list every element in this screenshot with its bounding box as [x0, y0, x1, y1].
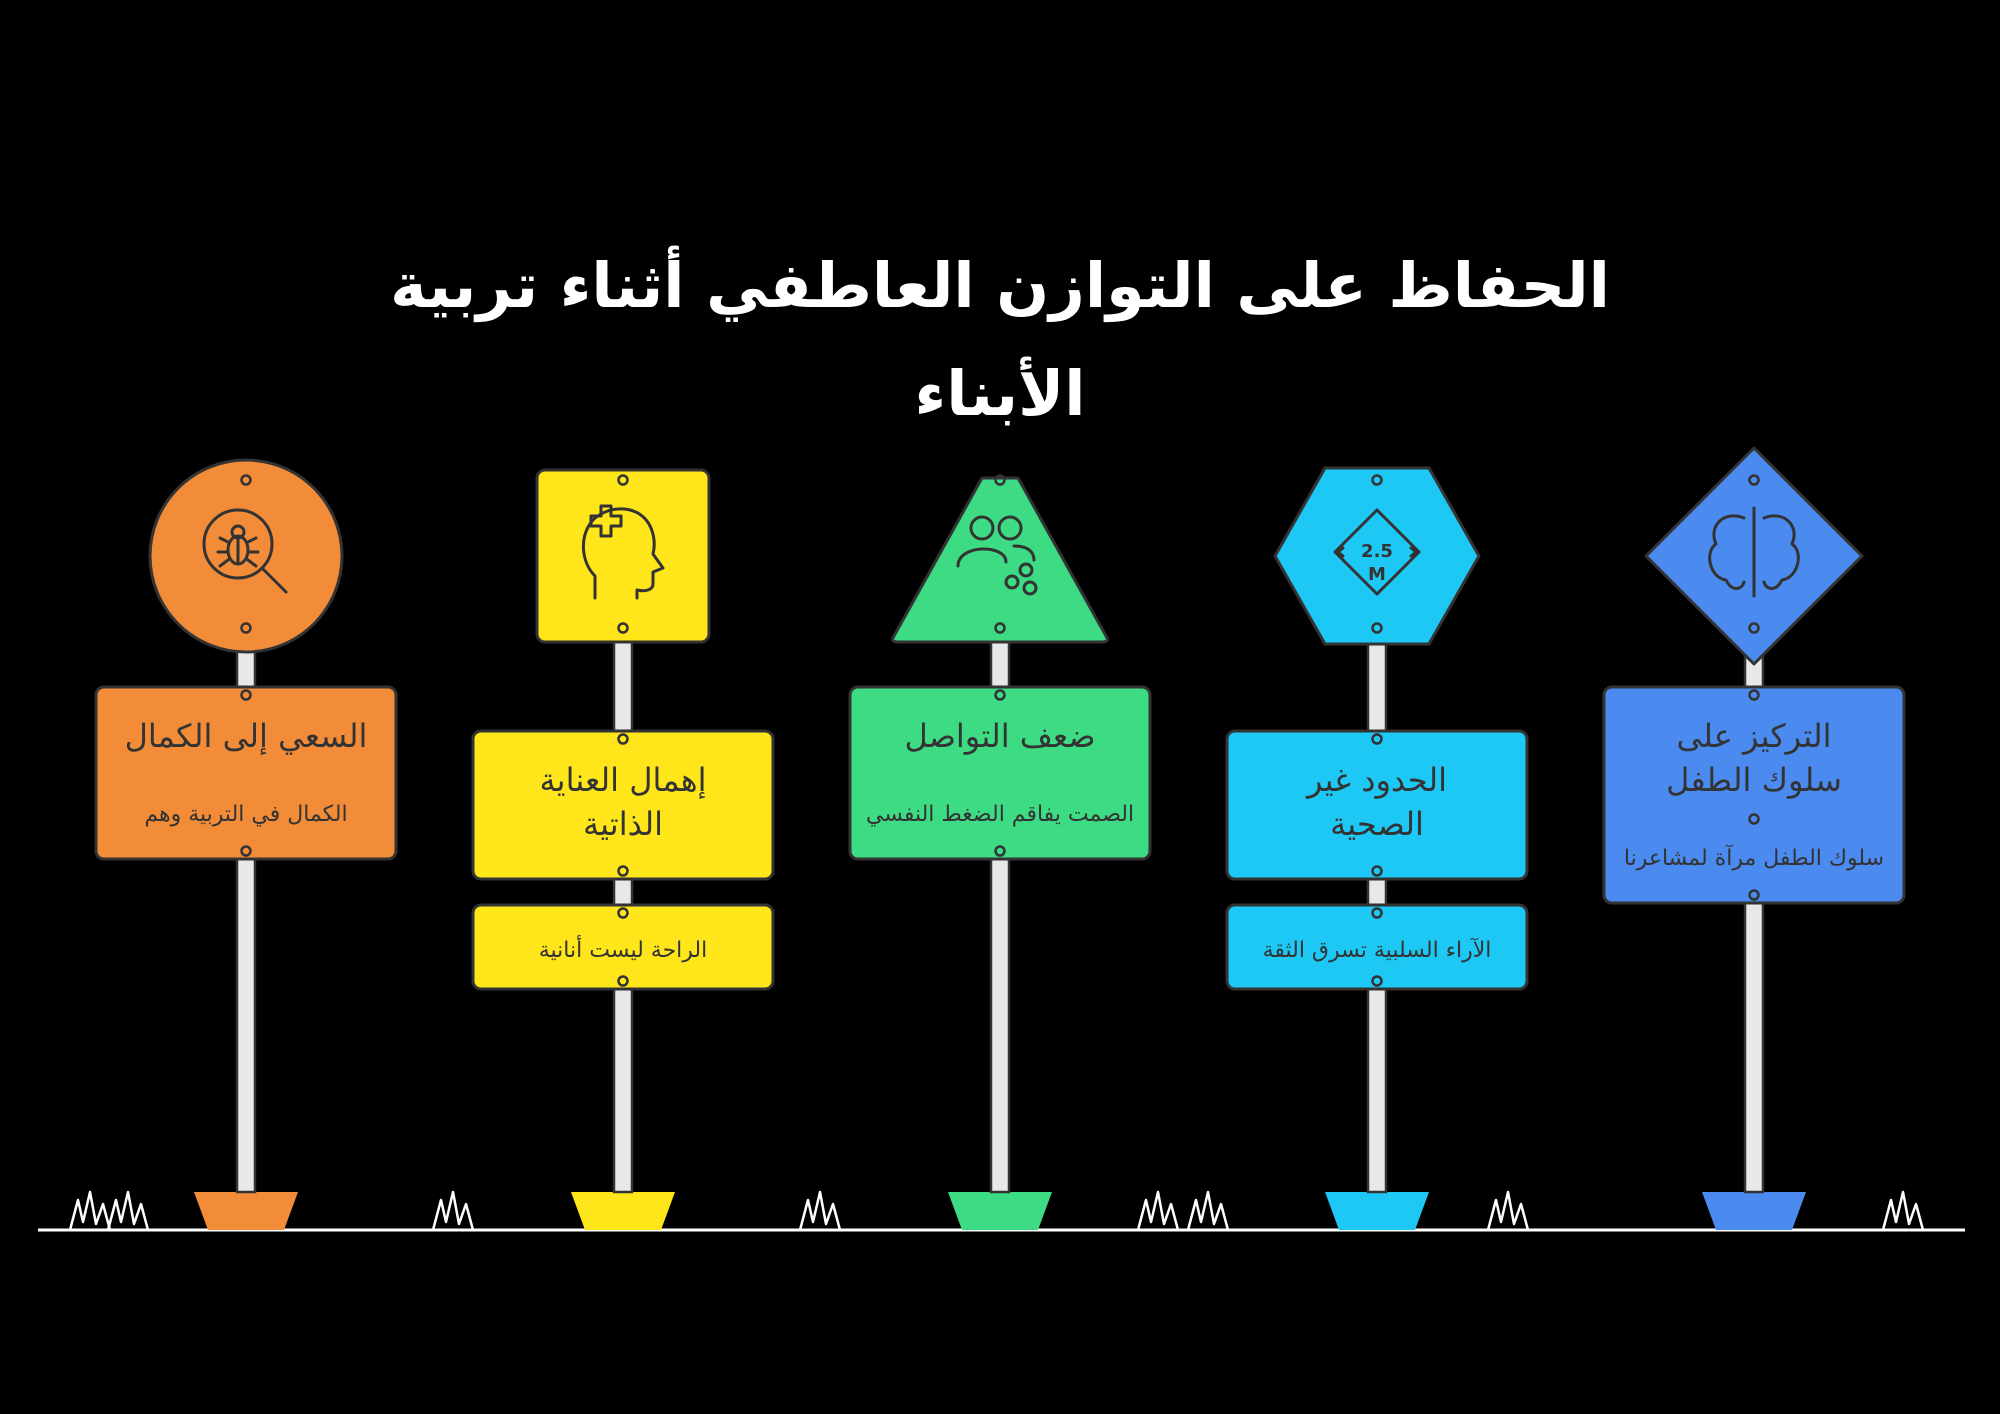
- rivet-dot: [994, 689, 1006, 701]
- grass-tuft: [1186, 1190, 1230, 1231]
- grass-tuft: [68, 1190, 112, 1231]
- sign-shape-square: [535, 468, 711, 644]
- grass-tuft: [1881, 1190, 1925, 1231]
- detail-board: [1225, 903, 1529, 991]
- signpost-self-care: إهمال العناية الذاتية الراحة ليست أنانية: [471, 468, 775, 1230]
- signpost-communication: ضعف التواصل الصمت يفاقم الضغط النفسي: [848, 474, 1152, 1230]
- post-base: [1702, 1192, 1806, 1230]
- sign-shape-hexagon: [1273, 466, 1481, 646]
- signpost-boundaries: 2.5M الحدود غير الصحية الآراء السلبية تسرق …: [1225, 466, 1529, 1230]
- sign-label-line: ضعف التواصل: [904, 717, 1095, 755]
- rivet-dot: [617, 622, 629, 634]
- sign-label-line: سلوك الطفل: [1666, 761, 1842, 799]
- rivet-dot: [617, 865, 629, 877]
- label-board: [1225, 729, 1529, 881]
- rivet-dot: [617, 474, 629, 486]
- label-board: [94, 685, 398, 861]
- rivet-dot: [1748, 813, 1760, 825]
- icon-label-top: 2.5: [1361, 541, 1393, 562]
- rivet-dot: [617, 907, 629, 919]
- rivet-dot: [1748, 889, 1760, 901]
- rivet-dot: [1371, 733, 1383, 745]
- icon-label-bottom: M: [1368, 564, 1386, 585]
- sign-label-line: التركيز على: [1676, 717, 1831, 755]
- rivet-dot: [240, 622, 252, 634]
- label-board: [471, 729, 775, 881]
- sign-shape-triangle: [891, 476, 1109, 644]
- label-board: [848, 685, 1152, 861]
- label-board: [1602, 685, 1906, 905]
- sign-detail-text: الكمال في التربية وهم: [144, 802, 347, 827]
- rivet-dot: [1748, 474, 1760, 486]
- grass-tuft: [798, 1190, 842, 1231]
- rivet-dot: [994, 622, 1006, 634]
- rivet-dot: [617, 975, 629, 987]
- signposts: السعي إلى الكمال الكمال في التربية وهم إهم…: [94, 446, 1906, 1230]
- rivet-dot: [994, 845, 1006, 857]
- rivet-dot: [1371, 622, 1383, 634]
- bug-magnifier-icon: [202, 508, 288, 594]
- rivet-dot: [240, 474, 252, 486]
- sign-detail-text: سلوك الطفل مرآة لمشاعرنا: [1624, 844, 1884, 871]
- post-base: [948, 1192, 1052, 1230]
- signpost-child-behavior: التركيز على سلوك الطفل سلوك الطفل مرآة لمش…: [1602, 446, 1906, 1230]
- sign-label-line: إهمال العناية: [540, 761, 707, 799]
- sign-label-line: الذاتية: [583, 805, 663, 843]
- rivet-dot: [240, 845, 252, 857]
- post-base: [194, 1192, 298, 1230]
- rivet-dot: [1748, 622, 1760, 634]
- grass-tuft: [1486, 1190, 1530, 1231]
- grass-tuft: [431, 1190, 475, 1231]
- mental-health-head-icon: [581, 504, 665, 600]
- rivet-dot: [1371, 865, 1383, 877]
- rivet-dot: [1748, 689, 1760, 701]
- sign-label-line: الحدود غير: [1305, 761, 1447, 799]
- grass-tuft: [106, 1190, 150, 1231]
- sign-detail-text: الصمت يفاقم الضغط النفسي: [866, 802, 1134, 827]
- signpost-perfection: السعي إلى الكمال الكمال في التربية وهم: [94, 458, 398, 1230]
- diagram-title: الحفاظ على التوازن العاطفي أثناء تربية ا…: [390, 249, 1610, 430]
- post-base: [1325, 1192, 1429, 1230]
- people-network-icon: [956, 515, 1038, 596]
- grass-tuft: [1136, 1190, 1180, 1231]
- sign-detail-text: الراحة ليست أنانية: [539, 935, 708, 963]
- rivet-dot: [994, 474, 1006, 486]
- rivet-dot: [617, 733, 629, 745]
- height-limit-sign-icon: 2.5M: [1333, 508, 1421, 596]
- sign-label-line: الصحية: [1330, 805, 1424, 843]
- rivet-dot: [240, 689, 252, 701]
- sign-label-line: السعي إلى الكمال: [125, 717, 368, 755]
- rivet-dot: [1371, 975, 1383, 987]
- post-base: [571, 1192, 675, 1230]
- rivet-dot: [1371, 474, 1383, 486]
- sign-detail-text: الآراء السلبية تسرق الثقة: [1263, 937, 1492, 963]
- split-brain-icon: [1708, 506, 1800, 598]
- detail-board: [471, 903, 775, 991]
- rivet-dot: [1371, 907, 1383, 919]
